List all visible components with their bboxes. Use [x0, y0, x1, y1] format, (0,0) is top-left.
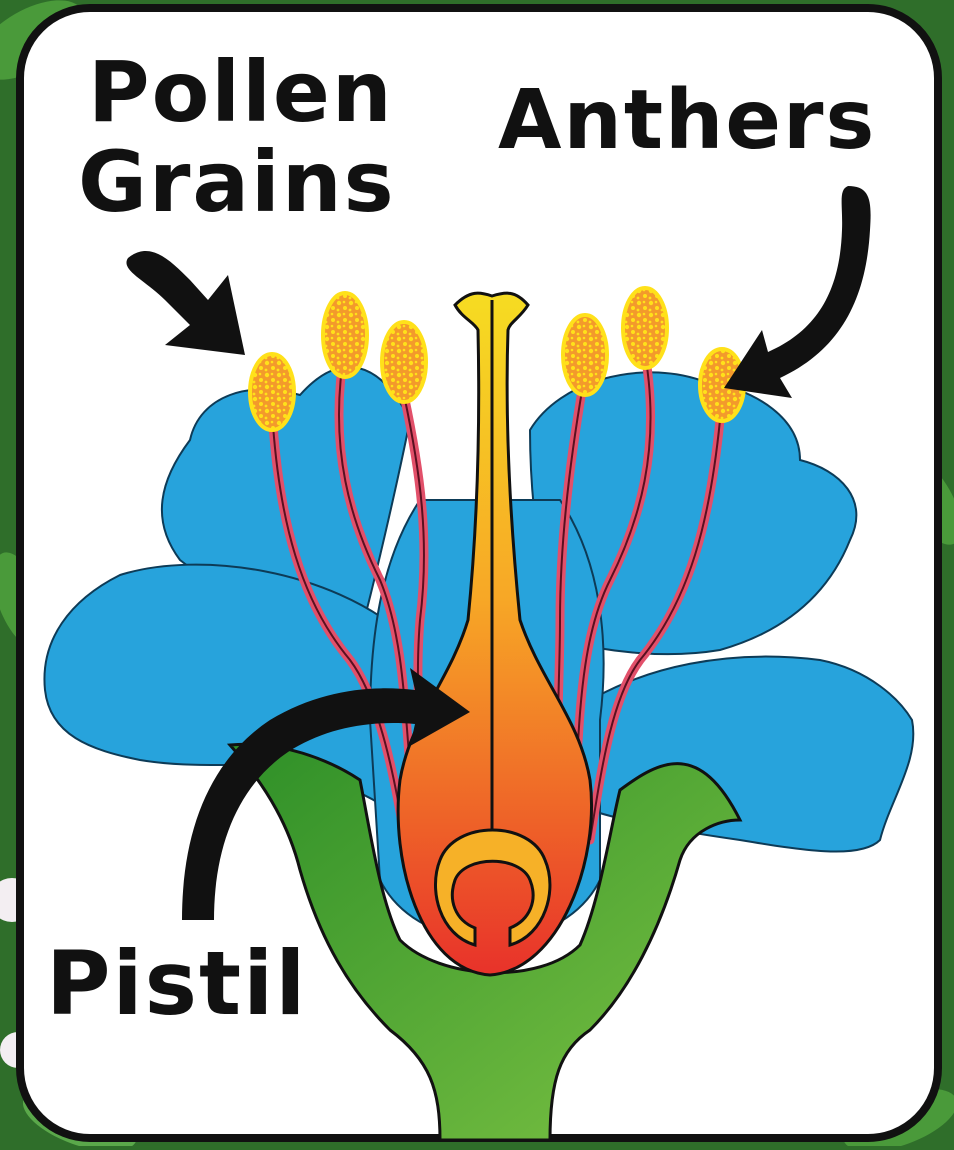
anthers-label: Anthers: [498, 80, 876, 162]
anther: [563, 315, 607, 395]
pistil-label: Pistil: [46, 940, 307, 1028]
pollen-label-line-1: Pollen: [88, 50, 394, 134]
anther: [323, 293, 367, 377]
anther: [250, 354, 294, 430]
pollen-label-line-2: Grains: [78, 140, 396, 224]
anther: [382, 322, 426, 402]
anther: [623, 288, 667, 368]
